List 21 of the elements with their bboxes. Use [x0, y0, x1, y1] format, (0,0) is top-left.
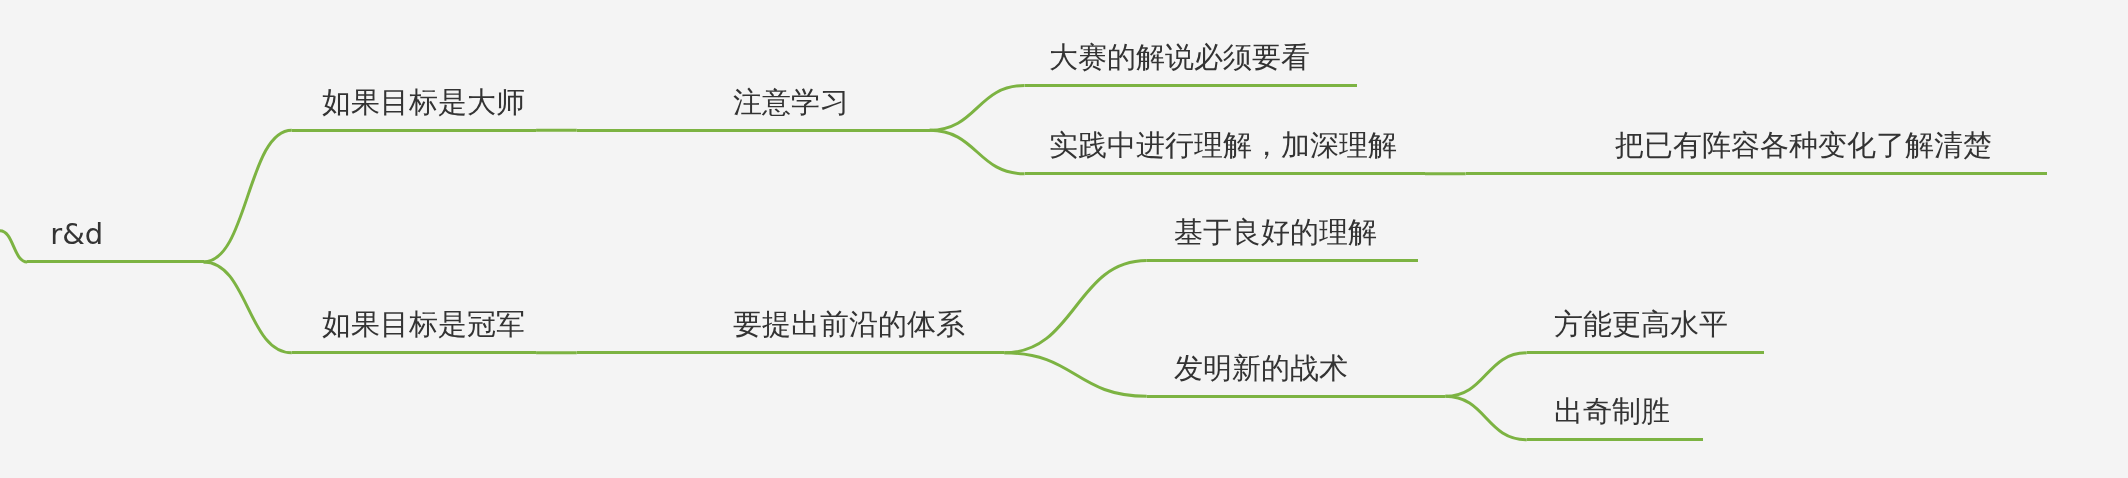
topic-text: 实践中进行理解，加深理解 [1049, 130, 1398, 163]
branch-curve [1445, 394, 1527, 442]
branch-curve [1425, 172, 1466, 176]
branch-curve [203, 128, 293, 264]
branch-curve [0, 229, 28, 264]
branch-curve [203, 260, 293, 355]
branch-curve [1004, 351, 1147, 398]
branch-curve [929, 128, 1025, 176]
topic-text: 出奇制胜 [1553, 396, 1670, 429]
topic-text: 大赛的解说必须要看 [1049, 42, 1311, 74]
branch-curve [536, 351, 577, 355]
topic-text: 如果目标是冠军 [321, 309, 525, 342]
topic-text: 发明新的战术 [1173, 352, 1348, 385]
topic-text: 如果目标是大师 [321, 86, 525, 119]
branch-curve [536, 128, 577, 132]
topic-text: 把已有阵容各种变化了解清楚 [1615, 130, 1992, 163]
topic-text: 要提出前沿的体系 [732, 309, 965, 342]
topic-text: 注意学习 [732, 86, 849, 119]
topic-text: 方能更高水平 [1553, 309, 1728, 342]
topic-text: 基于良好的理解 [1173, 217, 1377, 250]
topic-text: r&d [50, 218, 104, 251]
